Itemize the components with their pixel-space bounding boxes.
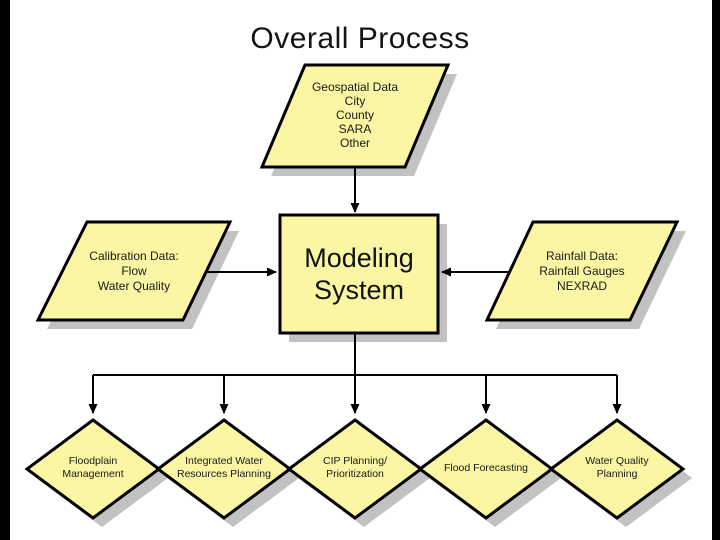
modeling-node-shape [278, 213, 440, 335]
label-line: Modeling [304, 243, 414, 273]
water-quality-node-shape [548, 418, 686, 520]
integrated-water-node-label: Integrated Water Resources Planning [164, 455, 284, 481]
slide-title: Overall Process [250, 22, 470, 55]
label-line: City [344, 94, 366, 108]
calibration-node-label: Calibration Data: Flow Water Quality [34, 249, 234, 294]
label-line: Planning [596, 468, 638, 480]
label-line: Flood Forecasting [443, 462, 529, 474]
label-line: Management [62, 468, 124, 480]
left-black-bar [0, 0, 10, 540]
label-line: Floodplain [68, 455, 118, 467]
right-black-bar [712, 0, 720, 540]
label-line: SARA [338, 122, 372, 136]
label-line: System [313, 275, 405, 305]
rainfall-node-shape [484, 220, 680, 322]
water-quality-node-label: Water Quality Planning [557, 455, 677, 481]
rainfall-node-label: Rainfall Data: Rainfall Gauges NEXRAD [482, 249, 682, 294]
geospatial-node-shape [259, 63, 451, 169]
label-line: Flow [121, 264, 147, 278]
modeling-node-label: Modeling System [280, 242, 438, 306]
forecasting-node-shape [417, 418, 555, 520]
label-line: Integrated Water [185, 455, 263, 467]
floodplain-node-shape [24, 418, 162, 520]
cip-node-label: CIP Planning/ Prioritization [295, 455, 415, 481]
cip-node-shape [286, 418, 424, 520]
label-line: Water Quality [97, 279, 171, 293]
label-line: Rainfall Data: [545, 249, 619, 263]
label-line: Other [339, 136, 370, 150]
label-line: Rainfall Gauges [539, 264, 625, 278]
label-line: CIP Planning/ [322, 455, 387, 467]
integrated-water-node-shape [155, 418, 293, 520]
label-line: Water Quality [585, 455, 649, 467]
geospatial-node-label: Geospatial Data City County SARA Other [265, 80, 445, 150]
label-line: Prioritization [326, 468, 384, 480]
floodplain-node-label: Floodplain Management [33, 455, 153, 481]
label-line: NEXRAD [556, 279, 607, 293]
label-line: Geospatial Data [311, 80, 399, 94]
label-line: Calibration Data: [89, 249, 179, 263]
label-line: County [335, 108, 375, 122]
label-line: Resources Planning [177, 468, 271, 480]
calibration-node-shape [35, 220, 233, 322]
forecasting-node-label: Flood Forecasting [426, 462, 546, 475]
